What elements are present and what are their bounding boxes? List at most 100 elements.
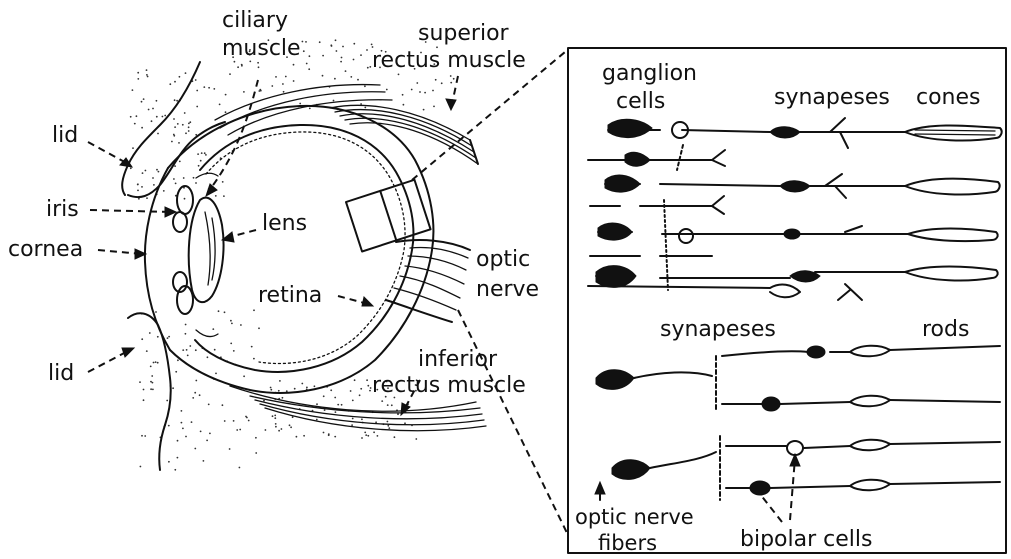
stipple-dot <box>240 324 242 326</box>
stipple-dot <box>169 83 171 85</box>
stipple-dot <box>285 76 287 78</box>
stipple-dot <box>275 76 277 78</box>
stipple-dot <box>402 94 404 96</box>
stipple-dot <box>236 429 238 431</box>
label-fibers-1: optic nerve <box>575 505 694 529</box>
stipple-dot <box>296 436 298 438</box>
stipple-dot <box>186 349 188 351</box>
stipple-dot <box>197 153 199 155</box>
eye-labels: ciliary muscle superior rectus muscle li… <box>8 8 539 398</box>
stipple-dot <box>340 61 342 63</box>
stipple-dot <box>301 383 303 385</box>
stipple-dot <box>225 111 227 113</box>
stipple-dot <box>146 350 148 352</box>
label-cornea: cornea <box>8 237 83 262</box>
stipple-dot <box>278 390 280 392</box>
stipple-dot <box>314 385 316 387</box>
stipple-dot <box>275 426 277 428</box>
cone-cell-rows <box>588 118 1002 300</box>
stipple-dot <box>185 436 187 438</box>
stipple-dot <box>299 103 301 105</box>
stipple-dot <box>173 118 175 120</box>
stipple-dot <box>336 50 338 52</box>
stipple-dot <box>265 429 267 431</box>
stipple-dot <box>391 404 393 406</box>
leader-iris <box>90 210 172 212</box>
stipple-dot <box>398 74 400 76</box>
stipple-dot <box>245 416 247 418</box>
stipple-dot <box>143 399 145 401</box>
stipple-dot <box>453 78 455 80</box>
stipple-dot <box>357 79 359 81</box>
brow-outline <box>122 62 200 195</box>
stipple-dot <box>230 320 232 322</box>
stipple-dot <box>229 448 231 450</box>
stipple-dot <box>279 380 281 382</box>
stipple-dot <box>158 171 160 173</box>
stipple-dot <box>359 394 361 396</box>
stipple-dot <box>147 76 149 78</box>
stipple-dot <box>212 328 214 330</box>
stipple-dot <box>243 91 245 93</box>
stipple-dot <box>145 170 147 172</box>
stipple-dot <box>345 70 347 72</box>
stipple-dot <box>185 72 187 74</box>
stipple-dot <box>205 154 207 156</box>
stipple-dot <box>152 389 154 391</box>
stipple-dot <box>328 434 330 436</box>
label-rods: rods <box>922 317 969 342</box>
stipple-dot <box>305 41 307 43</box>
stipple-dot <box>193 177 195 179</box>
stipple-dot <box>188 123 190 125</box>
label-ganglion-1: ganglion <box>602 61 697 86</box>
stipple-dot <box>319 41 321 43</box>
leader-lid-bottom-arrow <box>122 348 134 357</box>
stipple-dot <box>450 75 452 77</box>
stipple-dot <box>223 195 225 197</box>
stipple-dot <box>230 343 232 345</box>
stipple-dot <box>350 390 352 392</box>
stipple-dot <box>233 420 235 422</box>
stipple-dot <box>182 124 184 126</box>
stipple-dot <box>150 366 152 368</box>
stipple-dot <box>196 90 198 92</box>
label-optic-2: nerve <box>476 277 539 302</box>
stipple-dot <box>206 440 208 442</box>
stipple-dot <box>156 116 158 118</box>
stipple-dot <box>231 323 233 325</box>
stipple-dot <box>151 120 153 122</box>
stipple-dot <box>258 66 260 68</box>
stipple-dot <box>174 81 176 83</box>
stipple-dot <box>255 437 257 439</box>
label-retina: retina <box>258 283 322 308</box>
stipple-dot <box>162 116 164 118</box>
stipple-dot <box>293 80 295 82</box>
label-synapses-mid: synapeses <box>660 317 776 342</box>
stipple-dot <box>309 55 311 57</box>
stipple-dot <box>215 373 217 375</box>
stipple-dot <box>281 428 283 430</box>
stipple-dot <box>141 435 143 437</box>
stipple-dot <box>196 106 198 108</box>
stipple-dot <box>182 428 184 430</box>
stipple-dot <box>364 85 366 87</box>
stipple-dot <box>441 82 443 84</box>
stipple-dot <box>141 127 143 129</box>
stipple-dot <box>386 89 388 91</box>
stipple-dot <box>153 362 155 364</box>
stipple-dot <box>195 380 197 382</box>
stipple-dot <box>335 39 337 41</box>
stipple-dot <box>308 68 310 70</box>
stipple-dot <box>360 388 362 390</box>
stipple-dot <box>423 109 425 111</box>
cornea-outline <box>145 168 170 350</box>
stipple-dot <box>179 161 181 163</box>
stipple-dot <box>263 400 265 402</box>
label-iris: iris <box>46 197 79 222</box>
stipple-dot <box>185 324 187 326</box>
stipple-dot <box>172 387 174 389</box>
stipple-dot <box>366 379 368 381</box>
stipple-dot <box>367 435 369 437</box>
stipple-dot <box>253 309 255 311</box>
stipple-dot <box>225 94 227 96</box>
